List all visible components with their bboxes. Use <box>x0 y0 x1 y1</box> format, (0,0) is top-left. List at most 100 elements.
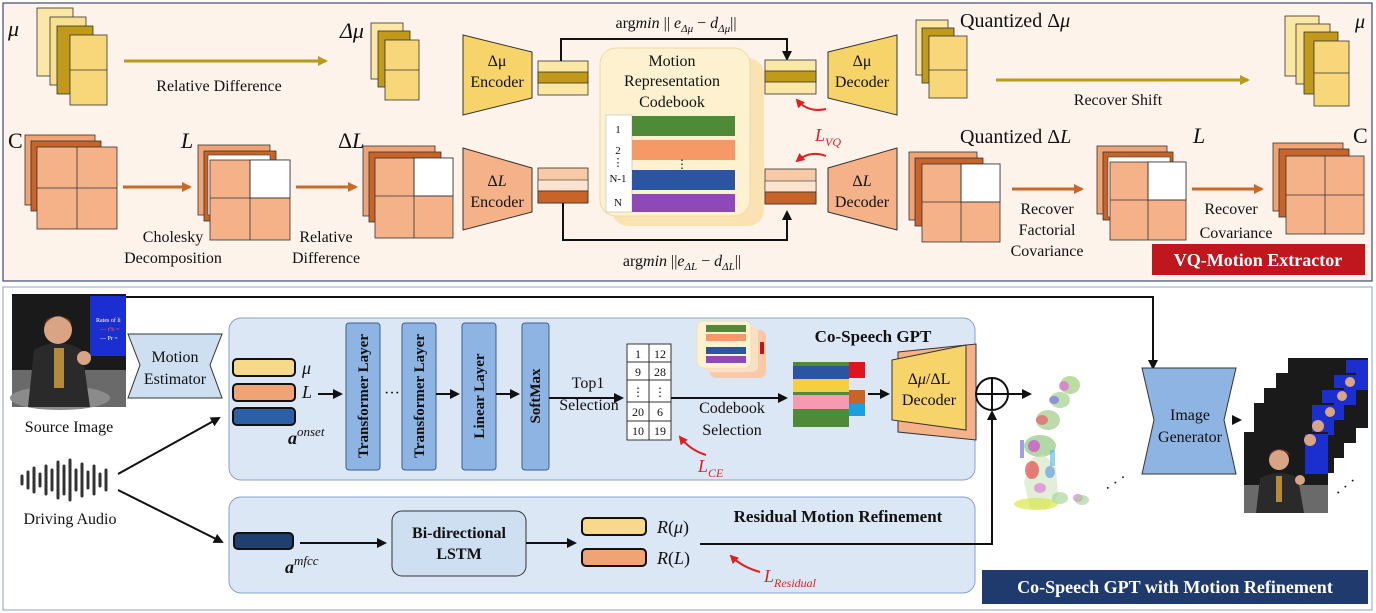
linear-layer <box>461 322 497 471</box>
covariance-c-output-stack-icon <box>1272 142 1365 235</box>
quantized-mu-token <box>764 59 817 95</box>
audio-to-gpt-arrow <box>117 417 221 475</box>
grid-cell-0-1: 12 <box>654 347 666 361</box>
relative-difference-l-label-1: Relative <box>299 229 352 246</box>
codebook-index-column <box>605 114 633 213</box>
quantized-delta-mu-label: Quantized Δμ <box>960 10 1070 32</box>
bi-lstm-label-1: Bi-directional <box>412 525 506 542</box>
co-speech-gpt-badge <box>982 570 1368 604</box>
recover-factorial-label-3: Covariance <box>1011 243 1084 260</box>
argmin-mu-arrow <box>560 38 792 61</box>
bi-lstm-label-2: LSTM <box>436 546 481 563</box>
codebook-index-1: 1 <box>615 124 621 136</box>
softmax-layer-label: SoftMax <box>528 368 544 423</box>
codebook-index-2: 2 <box>615 145 621 157</box>
selected-index-grid <box>626 343 672 441</box>
layer-ellipsis: ··· <box>384 385 400 402</box>
onset-token <box>232 407 296 426</box>
transformer-layer-2 <box>401 322 437 471</box>
grid-cell-3-1: 6 <box>657 405 663 419</box>
recover-covariance-label-2: Covariance <box>1200 225 1273 242</box>
delta-mu-encoder-label-2: Encoder <box>470 74 524 91</box>
grid-cell-1-1: 28 <box>654 365 666 379</box>
transformer-layer-1 <box>345 322 381 471</box>
grid-cell-1-0: 9 <box>635 365 641 379</box>
covariance-c-output-label: C <box>1353 123 1368 148</box>
top1-selection-label-1: Top1 <box>572 375 605 392</box>
delta-l-encoder-label-2: Encoder <box>470 194 524 211</box>
motion-estimator <box>127 333 223 399</box>
vq-motion-extractor-badge-text: VQ-Motion Extractor <box>1174 250 1342 270</box>
generated-video-frames <box>1244 358 1368 513</box>
source-image-label: Source Image <box>25 419 113 436</box>
covariance-c-label: C <box>8 128 23 153</box>
codebook-index-n: N <box>614 197 622 209</box>
mu-l-decoder-label-1: Δμ/ΔL <box>908 371 951 388</box>
image-generator <box>1141 367 1237 475</box>
residual-refinement-title: Residual Motion Refinement <box>734 507 943 526</box>
l-token <box>232 383 296 402</box>
l-embedding-token <box>537 167 589 204</box>
delta-l-stack-icon <box>362 145 454 239</box>
mu-l-decoder-label-2: Decoder <box>902 392 957 409</box>
quantized-delta-mu-stack-icon <box>915 19 968 99</box>
image-generator-label-1: Image <box>1170 407 1210 424</box>
mu-token <box>232 358 296 377</box>
bi-lstm-block <box>391 510 527 577</box>
codebook-entry-2 <box>632 140 735 160</box>
delta-l-encoder-label-1: ΔL <box>487 173 506 190</box>
argmin-mu-equation: argmin || eΔμ − dΔμ|| <box>615 15 736 35</box>
grid-cell-4-0: 10 <box>632 424 644 438</box>
codebook-title-1: Motion <box>648 53 695 70</box>
top1-selection-label-2: Selection <box>559 397 619 414</box>
vq-loss-arrow-top <box>795 98 827 111</box>
recover-covariance-label-1: Recover <box>1204 201 1258 218</box>
residual-loss-arrow <box>729 554 761 573</box>
delta-mu-decoder-label-2: Decoder <box>835 74 890 91</box>
residual-mu-token <box>581 517 647 536</box>
codebook-index-n-1: N-1 <box>609 173 626 185</box>
mu-output-label: μ <box>1354 11 1365 33</box>
residual-mu-label: R(μ) <box>656 517 689 538</box>
grid-cell-2-0: ⋮ <box>632 385 644 399</box>
mu-l-decoder <box>891 344 967 431</box>
delta-mu-label: Δμ <box>339 18 364 43</box>
grid-cell-2-1: ⋮ <box>654 385 666 399</box>
delta-mu-decoder <box>827 34 898 116</box>
l-stack-icon <box>197 144 291 241</box>
codebook-selection-label-1: Codebook <box>699 400 765 417</box>
source-image <box>10 294 126 410</box>
quantized-l-token <box>764 168 817 205</box>
mu-output-stack-icon <box>1284 15 1350 107</box>
driving-audio-label: Driving Audio <box>24 511 117 528</box>
selected-codes-stack <box>793 362 865 427</box>
delta-mu-decoder-label-1: Δμ <box>853 53 872 70</box>
residual-l-token <box>581 548 647 567</box>
mini-codebook-icon <box>696 320 766 378</box>
delta-l-encoder <box>462 147 533 231</box>
mu-stack-icon <box>36 7 108 106</box>
motion-field-frames <box>1014 356 1132 510</box>
codebook-index-dots: ⋮ <box>613 157 624 169</box>
covariance-c-stack-icon <box>24 134 118 230</box>
source-screen-text-2: — r% = <box>99 327 120 333</box>
codebook-entry-1 <box>632 116 735 136</box>
mu-token-label: μ <box>301 358 311 378</box>
residual-to-sum-arrow <box>700 410 997 545</box>
source-to-generator-arrow <box>126 296 1158 370</box>
l-output-stack-icon <box>1096 145 1187 241</box>
transformer-layer-2-label: Transformer Layer <box>412 334 428 458</box>
l-output-label: L <box>1192 123 1205 148</box>
delta-mu-stack-icon <box>370 22 420 101</box>
source-screen-text-1: Rates of li <box>96 317 121 324</box>
co-speech-gpt-badge-text: Co-Speech GPT with Motion Refinement <box>1017 577 1333 597</box>
relative-difference-label: Relative Difference <box>156 78 281 95</box>
argmin-l-arrow <box>562 203 792 241</box>
quantized-delta-l-label: Quantized ΔL <box>960 126 1071 148</box>
grid-cell-0-0: 1 <box>635 347 641 361</box>
linear-layer-label: Linear Layer <box>472 353 488 438</box>
motion-estimator-label-2: Estimator <box>144 371 207 388</box>
motion-estimator-label-1: Motion <box>151 349 198 366</box>
mu-embedding-token <box>537 60 589 96</box>
quantized-delta-l-stack-icon <box>908 151 1001 243</box>
